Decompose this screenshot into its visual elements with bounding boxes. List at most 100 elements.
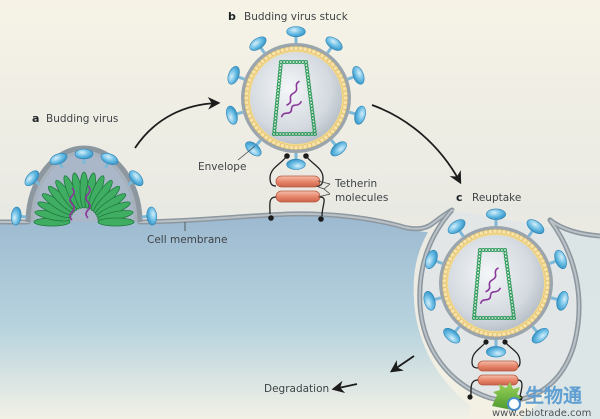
lipid-bead	[335, 69, 341, 75]
lipid-bead	[342, 86, 348, 92]
envelope-spike	[550, 291, 569, 311]
lipid-bead	[254, 125, 259, 131]
lipid-bead	[244, 104, 250, 110]
watermark-b-icon	[507, 397, 521, 411]
cell-membrane-label: Cell membrane	[147, 234, 227, 246]
capsid-petal	[97, 217, 135, 227]
watermark-url: www.ebiotrade.com	[492, 408, 591, 419]
lipid-bead	[543, 267, 549, 272]
lipid-bead	[339, 113, 345, 119]
lipid-bead	[483, 230, 489, 235]
cell-interior-right	[520, 228, 600, 419]
lipid-bead	[501, 331, 507, 337]
envelope-spike	[245, 139, 262, 157]
lipid-bead	[537, 306, 543, 312]
lipid-bead	[474, 232, 480, 238]
lipid-bead	[244, 90, 250, 96]
envelope-spike	[549, 249, 567, 270]
lipid-bead	[535, 250, 541, 256]
lipid-bead	[249, 117, 255, 123]
lipid-bead	[298, 46, 304, 52]
reuptake-virion	[423, 208, 569, 358]
lipid-bead	[244, 95, 249, 101]
panel-c-letter: c	[456, 191, 463, 204]
tetherin-molecule	[275, 190, 321, 203]
lipid-bead	[315, 51, 321, 57]
lipid-bead	[256, 62, 262, 68]
lipid-bead	[544, 289, 550, 295]
lipid-bead	[492, 229, 498, 234]
envelope-leader-line	[237, 145, 256, 161]
spike-head	[330, 141, 347, 157]
tetherin-molecule	[477, 360, 519, 372]
lipid-bead	[293, 145, 299, 150]
lipid-bead	[450, 252, 456, 258]
lipid-bead	[443, 269, 449, 275]
envelope-spike	[49, 152, 68, 169]
envelope-label: Envelope	[198, 161, 246, 173]
spike-head	[227, 66, 240, 85]
lipid-bead	[455, 315, 461, 321]
lipid-bead	[249, 73, 255, 79]
lipid-bead	[341, 109, 347, 114]
lipid-bead	[342, 104, 348, 110]
lipid-bead	[529, 317, 535, 323]
lipid-bead	[462, 321, 468, 327]
lipid-bead	[260, 132, 266, 138]
spike-head	[286, 26, 306, 38]
spike-head	[128, 170, 144, 187]
lipid-bead	[474, 328, 480, 334]
lipid-bead	[341, 82, 347, 87]
spike-head	[146, 206, 158, 226]
lipid-beads	[244, 46, 348, 150]
viral-rna-1	[69, 187, 75, 221]
lipid-bead	[543, 294, 549, 299]
lipid-bead	[466, 324, 472, 330]
lipid-bead	[532, 247, 538, 252]
lipid-bead	[335, 121, 341, 127]
spike-head	[486, 346, 506, 358]
lipid-bead	[518, 235, 524, 241]
lipid-bead	[245, 82, 251, 87]
lipid-bead	[326, 58, 332, 64]
lipid-bead	[450, 308, 456, 314]
spike-head	[24, 170, 40, 187]
tetherin-molecule	[275, 175, 321, 188]
viral-rna	[479, 287, 502, 305]
lipid-bead	[514, 233, 520, 239]
lipid-bead	[540, 258, 545, 264]
spike-head	[10, 206, 22, 226]
arrow-a-to-b	[134, 97, 221, 149]
lipid-bead	[535, 310, 541, 316]
envelope-spike	[286, 26, 306, 43]
lipid-bead	[487, 331, 493, 337]
lipid-bead	[443, 291, 449, 297]
lipid-bead	[307, 47, 312, 53]
lipid-bead	[244, 86, 250, 92]
envelope-spike	[486, 340, 506, 358]
tetherin-label-line1: Tetherin	[334, 178, 377, 190]
spike-head	[443, 327, 461, 344]
lipid-bead	[466, 236, 472, 242]
membrane-anchor	[467, 394, 473, 400]
lipid-bead	[483, 331, 489, 336]
lipid-bead	[244, 100, 250, 106]
spike-head	[286, 158, 306, 170]
lipid-bead	[510, 231, 516, 237]
lipid-bead	[319, 53, 325, 59]
lipid-bead	[330, 62, 336, 68]
lipid-bead	[526, 320, 532, 326]
panel-b-title: Budding virus stuck	[244, 11, 349, 23]
spike-head	[226, 105, 238, 125]
viral-rna	[280, 100, 303, 118]
lipid-bead	[455, 245, 461, 251]
lipid-bead	[275, 141, 281, 147]
lipid-bead	[459, 242, 465, 248]
lipid-bead	[540, 302, 545, 308]
lipid-bead	[302, 144, 308, 150]
spike-head	[249, 36, 267, 51]
lipid-bead	[263, 56, 269, 61]
spike-head	[352, 66, 365, 85]
lipid-bead	[293, 46, 299, 51]
spike-head	[245, 141, 262, 157]
